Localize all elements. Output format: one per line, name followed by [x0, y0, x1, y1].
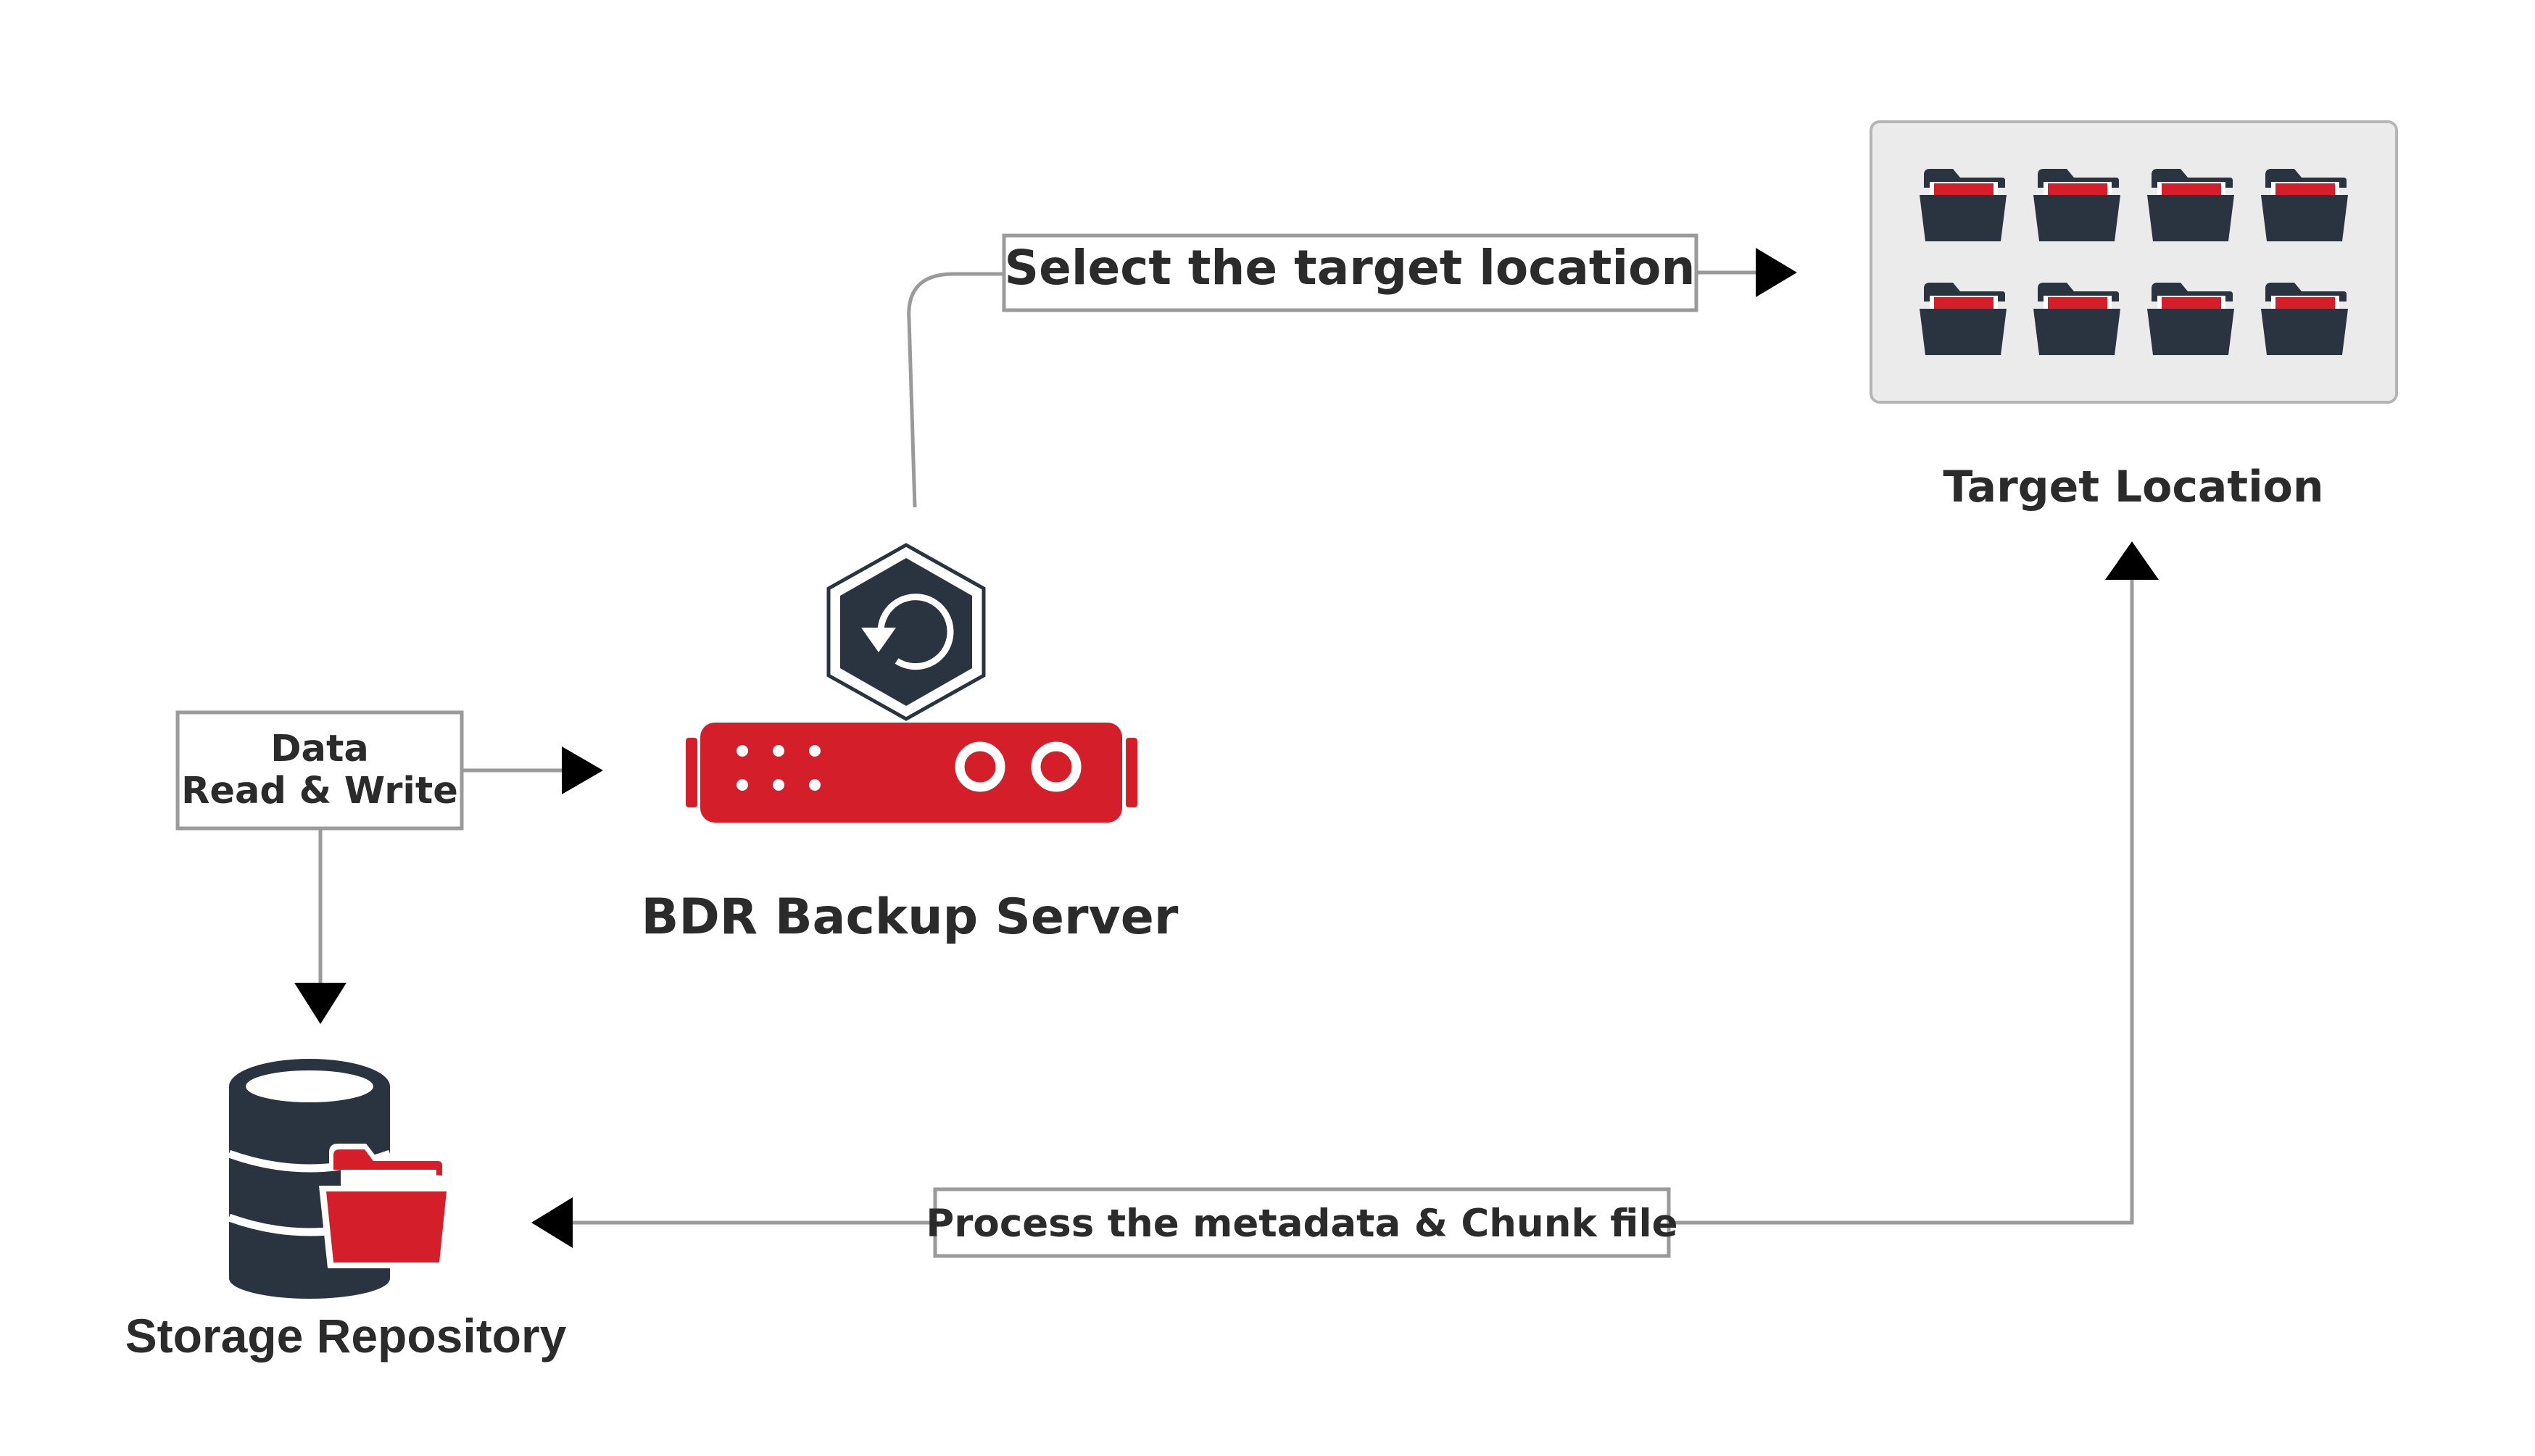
process-metadata-text: Process the metadata & Chunk file — [926, 1202, 1677, 1246]
process-metadata-box: Process the metadata & Chunk file — [926, 1187, 1678, 1258]
connector-select-to-target — [1696, 248, 1797, 297]
select-target-box: Select the target location — [1002, 233, 1698, 312]
arrowhead-right — [1756, 248, 1797, 297]
arrowhead-left — [531, 1197, 573, 1248]
server-icon — [686, 723, 1137, 823]
select-target-text: Select the target location — [1005, 240, 1696, 296]
bdr-backup-server-label: BDR Backup Server — [642, 889, 1179, 946]
storage-repository-label: Storage Repository — [125, 1309, 567, 1363]
folder-icon — [2261, 169, 2348, 241]
arrowhead-down — [294, 983, 347, 1024]
arrowhead-right — [562, 746, 603, 794]
connector-target-to-process — [1669, 541, 2159, 1225]
folder-icon — [2033, 169, 2120, 241]
folder-icon — [2033, 283, 2120, 355]
read-write-text: Read & Write — [181, 770, 458, 812]
folder-icon — [1920, 169, 2007, 241]
folder-icon — [2261, 283, 2348, 355]
connector-process-to-storage — [531, 1197, 935, 1248]
connector-server-to-select — [907, 272, 1004, 508]
folder-icon — [1920, 283, 2007, 355]
storage-folder-icon — [319, 1144, 454, 1268]
connector-data-to-server — [462, 746, 603, 794]
refresh-hexagon-icon — [826, 543, 986, 721]
target-location-label: Target Location — [1943, 462, 2323, 512]
data-read-write-box: Data Read & Write — [175, 710, 464, 831]
data-text: Data — [270, 728, 369, 770]
target-location-panel — [1870, 120, 2398, 404]
arrowhead-up — [2105, 541, 2159, 580]
folder-icon — [2147, 169, 2234, 241]
folder-icon — [2147, 283, 2234, 355]
connector-data-to-storage — [294, 828, 347, 1024]
